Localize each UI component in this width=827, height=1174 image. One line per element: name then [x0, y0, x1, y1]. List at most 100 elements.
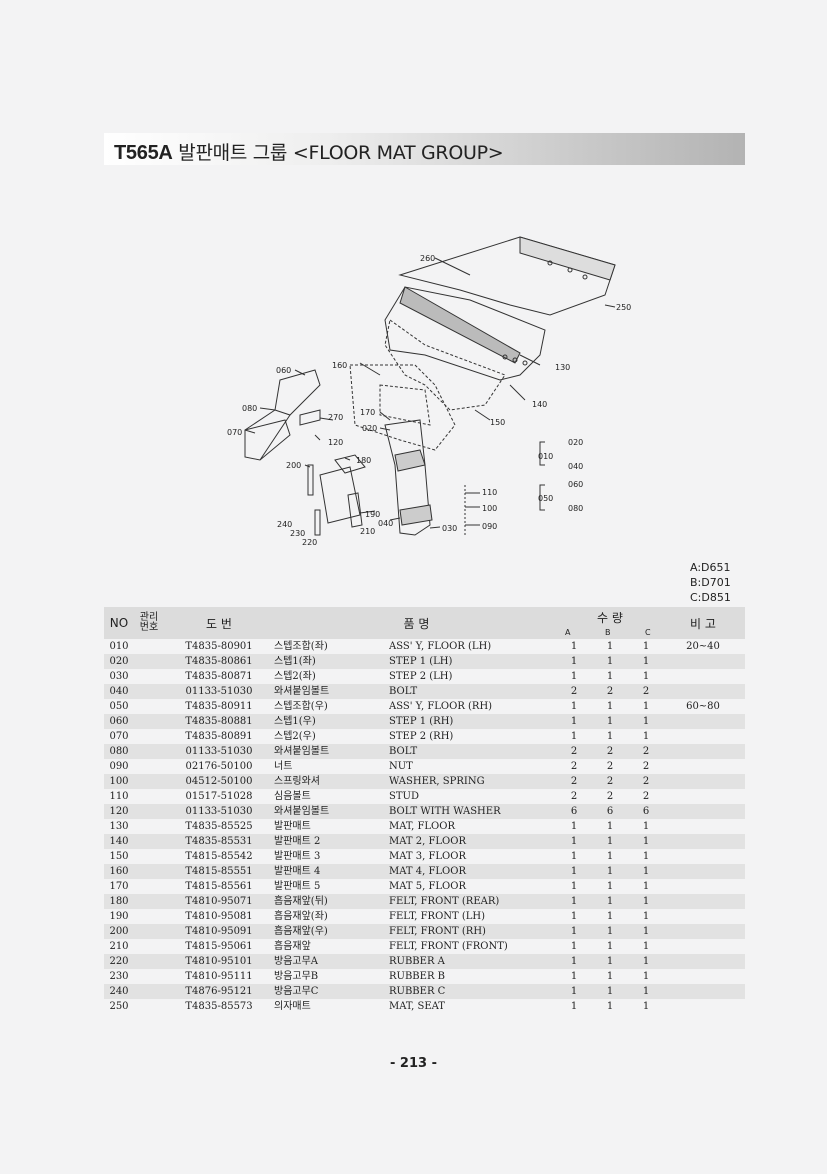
cell-no: 110 — [109, 791, 129, 802]
cell-name-kor: 흡음재앞(뒤) — [274, 894, 389, 909]
cell-name-kor: 방음고무A — [274, 954, 389, 969]
cell-part-no: T4835-80861 — [164, 654, 274, 669]
cell-qty-b: 2 — [589, 684, 631, 699]
cell-no: 200 — [104, 924, 134, 939]
svg-text:110: 110 — [482, 488, 497, 497]
cell-qty-a: 1 — [559, 894, 589, 909]
cell-qty-c: 1 — [642, 881, 650, 892]
cell-part-no: T4810-95071 — [164, 894, 274, 909]
cell-name-eng: STEP 1 (LH) — [389, 654, 559, 669]
svg-text:060: 060 — [276, 366, 291, 375]
cell-part-no: T4835-80881 — [164, 714, 274, 729]
cell-qty-b: 2 — [589, 774, 631, 789]
cell-mgmt — [134, 864, 164, 879]
cell-part-no: T4835-80911 — [185, 701, 253, 712]
cell-qty-b: 2 — [606, 791, 614, 802]
cell-remarks — [661, 954, 745, 969]
cell-no: 120 — [104, 804, 134, 819]
cell-mgmt — [134, 639, 164, 654]
cell-name-eng: ASS' Y, FLOOR (LH) — [389, 641, 492, 652]
cell-qty-c: 1 — [642, 1001, 650, 1012]
svg-text:040: 040 — [378, 519, 393, 528]
cell-name-kor: 스프링와셔 — [274, 774, 389, 789]
svg-text:140: 140 — [532, 400, 547, 409]
cell-mgmt — [134, 744, 164, 759]
svg-text:020: 020 — [362, 424, 377, 433]
cell-mgmt — [134, 939, 164, 954]
cell-mgmt — [134, 849, 164, 864]
cell-qty-b: 1 — [606, 881, 614, 892]
col-remarks: 비 고 — [661, 607, 745, 639]
svg-text:160: 160 — [332, 361, 347, 370]
cell-name-eng: BOLT WITH WASHER — [389, 804, 559, 819]
cell-name-kor: 와셔붙임볼트 — [274, 684, 389, 699]
cell-no: 140 — [104, 834, 134, 849]
cell-qty-b: 1 — [606, 1001, 614, 1012]
svg-text:210: 210 — [360, 527, 375, 536]
cell-qty-a: 1 — [559, 714, 589, 729]
cell-name-kor: 스텝2(좌) — [274, 671, 316, 682]
cell-no: 100 — [104, 774, 134, 789]
cell-qty-c: 2 — [642, 791, 650, 802]
cell-name-eng: MAT, SEAT — [389, 1001, 445, 1012]
svg-text:170: 170 — [360, 408, 375, 417]
cell-name-kor: 흡음재앞(우) — [274, 924, 389, 939]
cell-name-kor: 발판매트 — [274, 821, 311, 832]
cell-name-kor: 스텝1(좌) — [274, 654, 389, 669]
cell-name-eng: STUD — [389, 791, 419, 802]
page-number: - 213 - — [390, 1056, 437, 1071]
cell-mgmt — [134, 804, 164, 819]
cell-name-eng: BOLT — [389, 744, 559, 759]
cell-qty-b: 1 — [589, 864, 631, 879]
cell-part-no: 01133-51030 — [164, 804, 274, 819]
cell-name-eng: FELT, FRONT (RH) — [389, 924, 559, 939]
cell-no: 030 — [109, 671, 129, 682]
model-note: C:D851 — [690, 591, 731, 604]
svg-text:190: 190 — [365, 510, 380, 519]
cell-qty-b: 1 — [589, 654, 631, 669]
svg-text:010: 010 — [538, 452, 553, 461]
cell-part-no: T4835-85531 — [164, 834, 274, 849]
svg-text:220: 220 — [302, 538, 317, 547]
cell-part-no: T4815-95061 — [185, 941, 253, 952]
cell-qty-c: 1 — [642, 851, 650, 862]
cell-qty-a: 2 — [559, 774, 589, 789]
cell-name-kor: 방음고무C — [274, 984, 389, 999]
cell-name-kor: 발판매트 4 — [274, 864, 389, 879]
cell-remarks — [661, 714, 745, 729]
cell-no: 170 — [109, 881, 129, 892]
col-part-no: 도 번 — [164, 607, 274, 639]
cell-mgmt — [134, 999, 164, 1014]
cell-remarks — [661, 984, 745, 999]
cell-remarks — [661, 879, 745, 894]
cell-qty-b: 1 — [606, 911, 614, 922]
cell-qty-a: 6 — [559, 804, 589, 819]
cell-qty-b: 1 — [589, 714, 631, 729]
svg-text:120: 120 — [328, 438, 343, 447]
svg-text:070: 070 — [227, 428, 242, 437]
cell-name-eng: STEP 1 (RH) — [389, 714, 559, 729]
model-legend: A:D651 B:D701 C:D851 — [690, 560, 731, 605]
cell-name-kor: 발판매트 2 — [274, 834, 389, 849]
cell-qty-a: 1 — [559, 834, 589, 849]
cell-no: 190 — [109, 911, 129, 922]
cell-no: 250 — [109, 1001, 129, 1012]
cell-remarks — [661, 774, 745, 789]
group-code: T565A — [114, 142, 173, 164]
cell-part-no: T4835-80871 — [185, 671, 253, 682]
cell-qty-c: 1 — [642, 911, 650, 922]
cell-name-eng: STEP 2 (RH) — [389, 731, 454, 742]
cell-remarks — [661, 849, 745, 864]
cell-no: 080 — [104, 744, 134, 759]
cell-remarks — [661, 834, 745, 849]
cell-name-kor: 흡음재앞(좌) — [274, 911, 328, 922]
cell-qty-a: 1 — [559, 954, 589, 969]
